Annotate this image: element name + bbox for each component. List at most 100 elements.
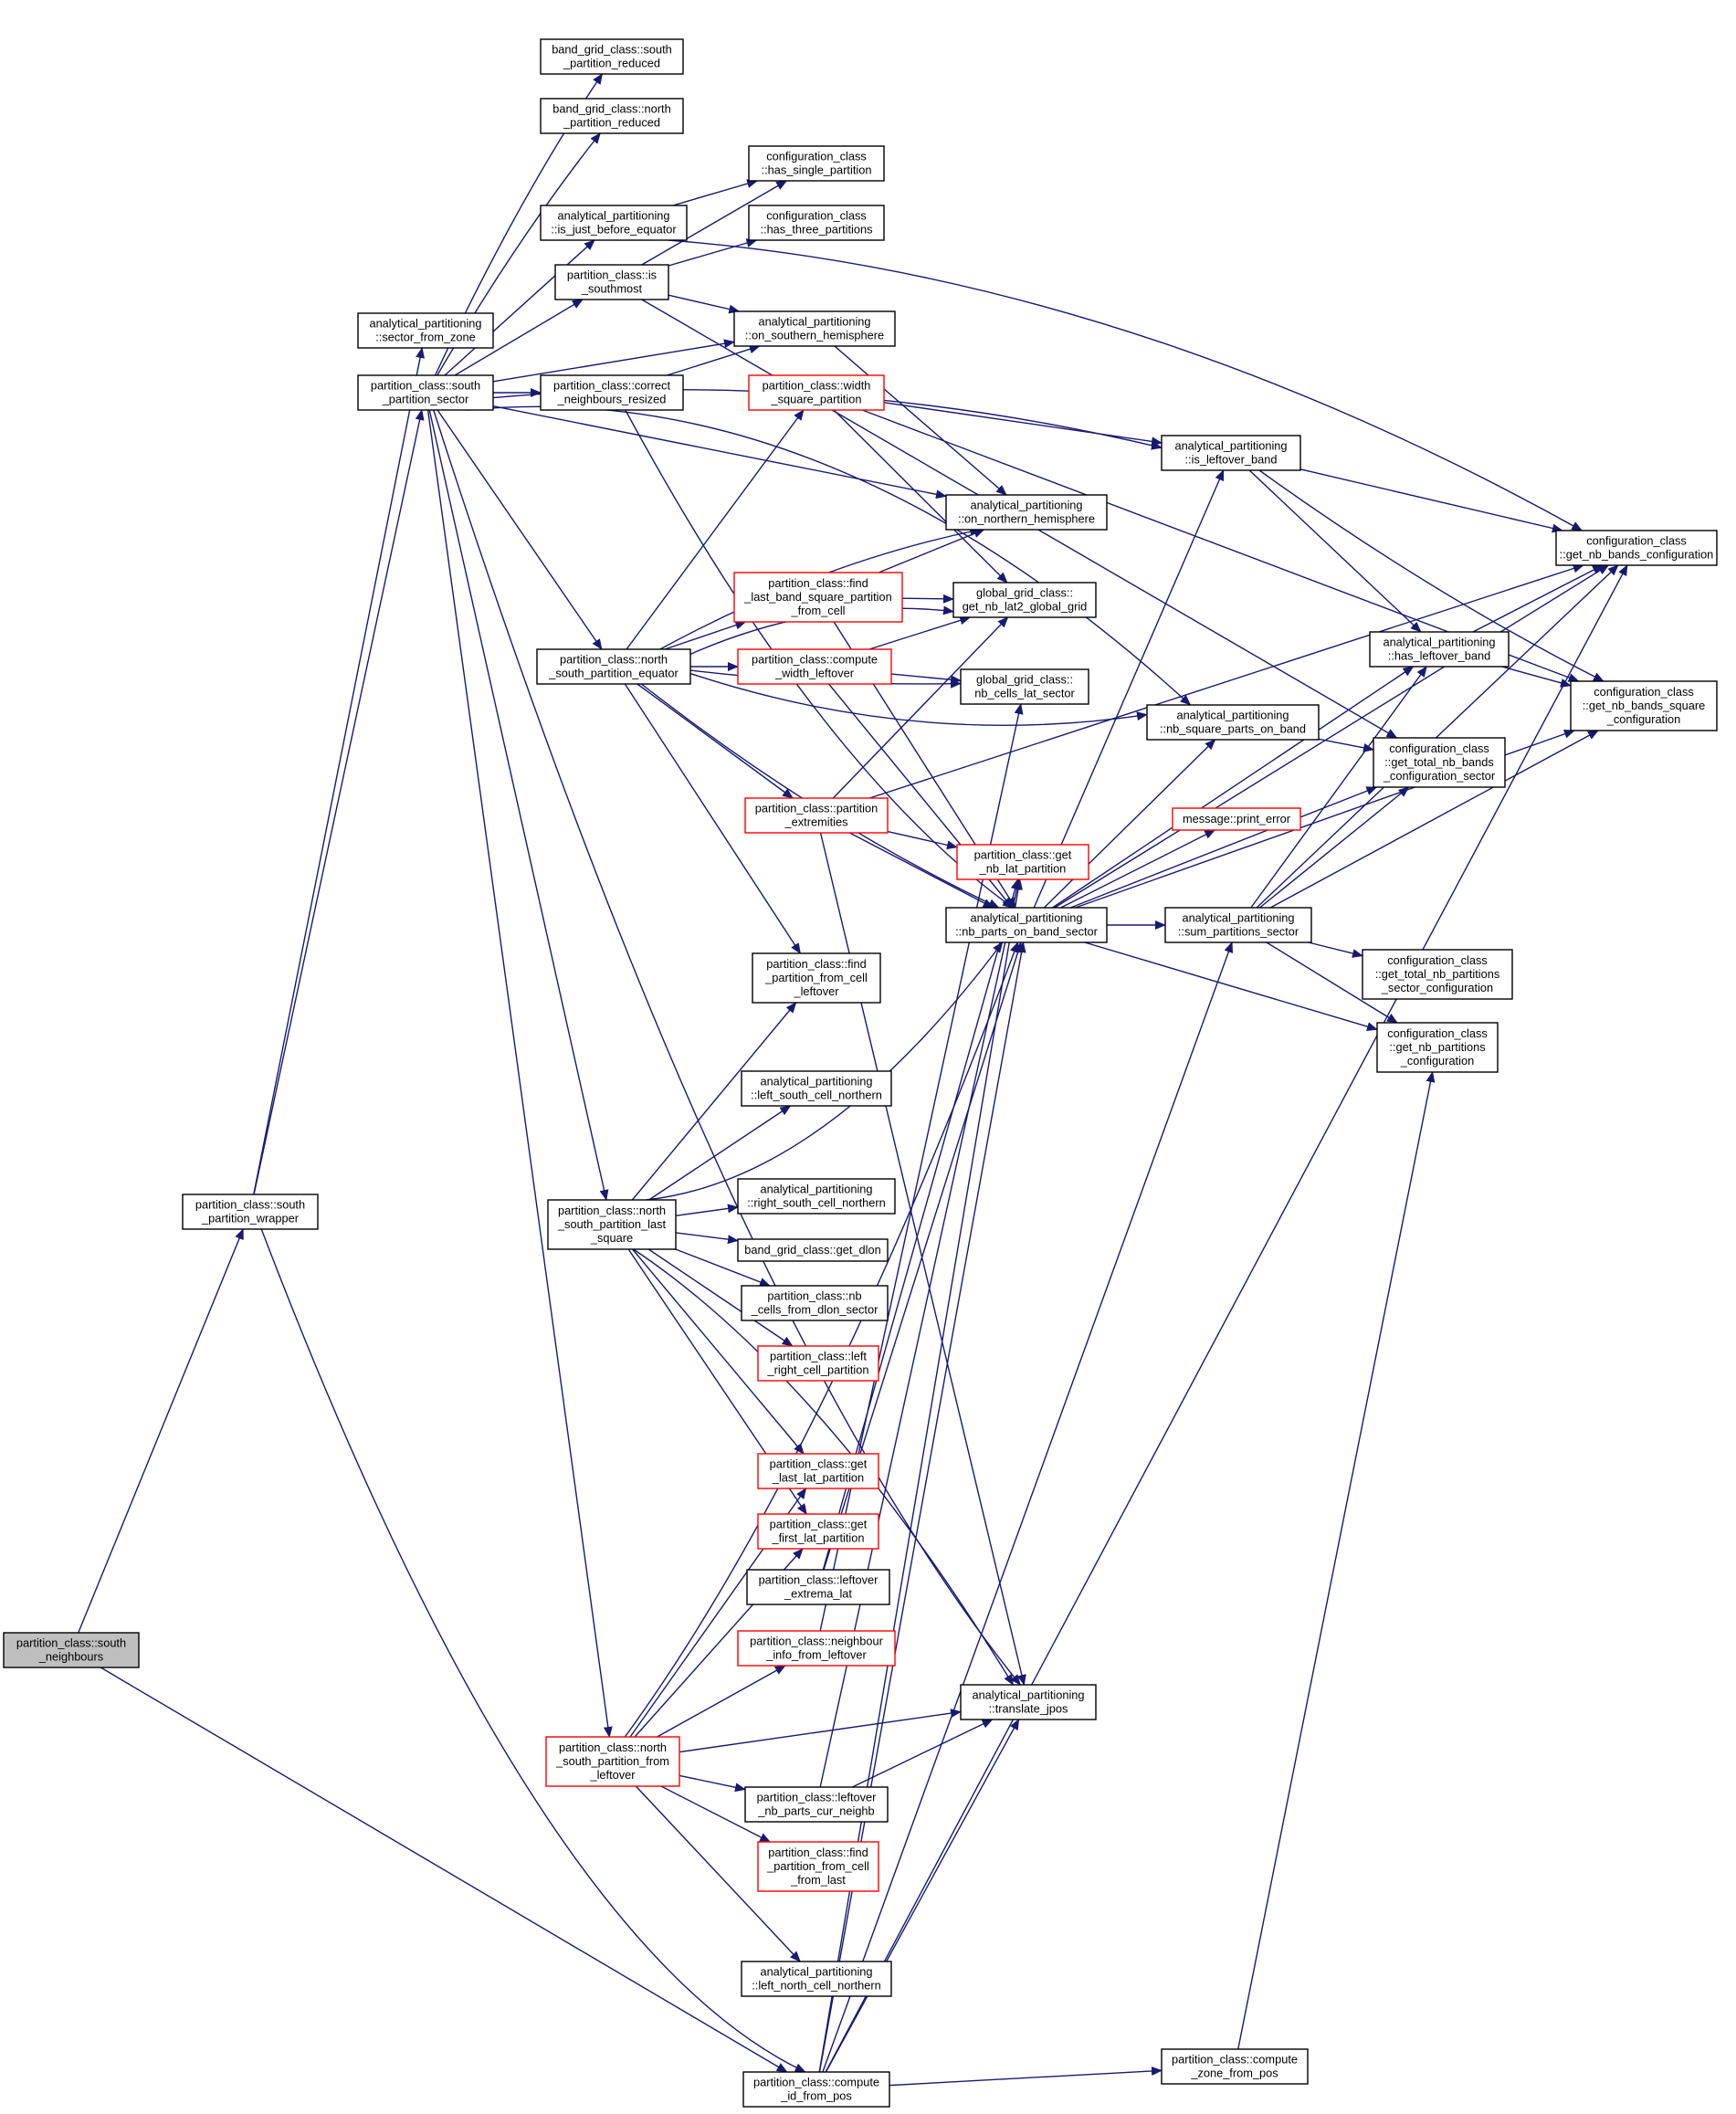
call-edge-compute-id-from-pos-to-get-nb-lat-partition <box>818 878 1023 2073</box>
node-south-partition-wrapper[interactable]: partition_class::south_partition_wrapper <box>182 1194 319 1230</box>
node-nb-parts-on-band-sector[interactable]: analytical_partitioning::nb_parts_on_ban… <box>945 907 1108 943</box>
node-label-line: partition_class::leftover <box>757 1791 878 1804</box>
node-box <box>1146 704 1320 741</box>
node-is-just-before-equator[interactable]: analytical_partitioning::is_just_before_… <box>540 205 688 241</box>
node-box <box>1164 907 1312 943</box>
node-nb-cells-lat-sector[interactable]: global_grid_class::nb_cells_lat_sector <box>960 668 1089 705</box>
node-find-partition-from-cell-from-last[interactable]: partition_class::find_partition_from_cel… <box>757 1841 879 1892</box>
node-translate-jpos[interactable]: analytical_partitioning::translate_jpos <box>960 1684 1097 1720</box>
node-box <box>540 205 688 241</box>
node-sum-partitions-sector[interactable]: analytical_partitioning::sum_partitions_… <box>1164 907 1312 943</box>
node-on-northern-hemisphere[interactable]: analytical_partitioning::on_northern_hem… <box>945 494 1108 531</box>
call-edge-north-south-partition-equator-to-find-last-band-square-partition-from-cell <box>664 620 747 650</box>
call-edge-correct-neighbours-resized-to-on-southern-hemisphere <box>667 344 761 376</box>
node-find-last-band-square-partition-from-cell[interactable]: partition_class::find_last_band_square_p… <box>733 572 903 623</box>
node-box <box>748 145 885 182</box>
call-edge-compute-id-from-pos-to-nb-parts-on-band-sector <box>818 941 1026 2073</box>
call-edge-north-south-partition-last-square-to-nb-cells-from-dlon-sector <box>675 1248 771 1287</box>
node-label-line: partition_class::compute <box>752 653 878 667</box>
node-label-line: _partition_reduced <box>563 57 660 70</box>
node-label-line: ::left_north_cell_northern <box>752 1979 881 1993</box>
node-get-nb-bands-configuration[interactable]: configuration_class::get_nb_bands_config… <box>1555 530 1718 566</box>
node-compute-id-from-pos[interactable]: partition_class::compute_id_from_pos <box>742 2071 890 2108</box>
node-compute-zone-from-pos[interactable]: partition_class::compute_zone_from_pos <box>1161 2048 1309 2085</box>
call-edge-south-partition-wrapper-to-sector-from-zone <box>253 347 425 1195</box>
node-on-southern-hemisphere[interactable]: analytical_partitioning::on_southern_hem… <box>733 310 896 347</box>
call-edge-north-south-partition-from-leftover-to-neighbour-info-from-leftover <box>657 1665 786 1738</box>
node-nb-square-parts-on-band[interactable]: analytical_partitioning::nb_square_parts… <box>1146 704 1320 741</box>
call-edge-is-southmost-to-has-single-partition <box>641 180 788 266</box>
node-box <box>1570 680 1718 731</box>
node-south-neighbours[interactable]: partition_class::south_neighbours <box>3 1632 140 1668</box>
node-box <box>757 1513 879 1550</box>
node-label-line: _zone_from_pos <box>1190 2067 1278 2080</box>
node-label-line: _south_partition_equator <box>548 667 679 680</box>
node-get-nb-bands-square-configuration[interactable]: configuration_class::get_nb_bands_square… <box>1570 680 1718 731</box>
node-north-south-partition-equator[interactable]: partition_class::north_south_partition_e… <box>536 648 691 685</box>
node-is-southmost[interactable]: partition_class::is_southmost <box>554 264 669 300</box>
node-label-line: _south_partition_last <box>557 1217 667 1231</box>
node-label-line: ::get_nb_bands_configuration <box>1560 548 1714 562</box>
node-north-partition-reduced[interactable]: band_grid_class::north_partition_reduced <box>540 98 684 134</box>
node-print-error[interactable]: message::print_error <box>1172 807 1301 831</box>
node-label-line: partition_class::correct <box>553 379 670 393</box>
node-box <box>1376 1022 1499 1073</box>
node-left-right-cell-partition[interactable]: partition_class::left_right_cell_partiti… <box>757 1345 879 1382</box>
node-label-line: _info_from_leftover <box>765 1648 867 1662</box>
node-box <box>746 1569 890 1605</box>
node-neighbour-info-from-leftover[interactable]: partition_class::neighbour_info_from_lef… <box>737 1630 896 1667</box>
node-has-leftover-band[interactable]: analytical_partitioning::has_leftover_ba… <box>1369 631 1510 668</box>
node-box <box>757 1453 879 1489</box>
node-box <box>540 374 684 411</box>
node-left-south-cell-northern[interactable]: analytical_partitioning::left_south_cell… <box>741 1070 892 1107</box>
node-has-single-partition[interactable]: configuration_class::has_single_partitio… <box>748 145 885 182</box>
call-edge-north-south-partition-last-square-to-get-dlon <box>675 1232 739 1245</box>
call-edge-north-south-partition-equator-to-partition-extremities <box>637 683 794 799</box>
node-partition-extremities[interactable]: partition_class::partition_extremities <box>744 797 889 834</box>
node-get-nb-lat-partition[interactable]: partition_class::get_nb_lat_partition <box>956 844 1089 880</box>
call-edge-sum-partitions-sector-to-get-nb-partitions-configuration <box>1266 941 1398 1024</box>
node-left-north-cell-northern[interactable]: analytical_partitioning::left_north_cell… <box>741 1961 892 1997</box>
call-edge-partition-extremities-to-get-nb-lat-partition <box>887 830 958 850</box>
node-label-line: ::on_southern_hemisphere <box>745 329 884 342</box>
node-compute-width-leftover[interactable]: partition_class::compute_width_leftover <box>737 648 892 685</box>
node-correct-neighbours-resized[interactable]: partition_class::correct_neighbours_resi… <box>540 374 684 411</box>
call-edge-width-square-partition-to-get-nb-lat2-global-grid <box>833 409 1008 584</box>
node-south-partition-sector[interactable]: partition_class::south_partition_sector <box>357 374 494 411</box>
node-sector-from-zone[interactable]: analytical_partitioning::sector_from_zon… <box>357 312 494 349</box>
node-label-line: partition_class::width <box>763 379 871 393</box>
node-leftover-extrema-lat[interactable]: partition_class::leftover_extrema_lat <box>746 1569 890 1605</box>
node-right-south-cell-northern[interactable]: analytical_partitioning::right_south_cel… <box>737 1178 896 1215</box>
node-label-line: _leftover <box>793 984 839 998</box>
node-label-line: ::get_total_nb_partitions <box>1375 967 1500 981</box>
node-get-first-lat-partition[interactable]: partition_class::get_first_lat_partition <box>757 1513 879 1550</box>
node-get-last-lat-partition[interactable]: partition_class::get_last_lat_partition <box>757 1453 879 1489</box>
node-get-dlon[interactable]: band_grid_class::get_dlon <box>737 1238 889 1262</box>
node-north-south-partition-last-square[interactable]: partition_class::north_south_partition_l… <box>547 1199 677 1250</box>
node-get-total-nb-partitions-sector-configuration[interactable]: configuration_class::get_total_nb_partit… <box>1362 949 1513 1000</box>
node-box <box>357 312 494 349</box>
call-edge-north-south-partition-last-square-to-get-last-lat-partition <box>632 1248 805 1455</box>
node-box <box>956 844 1089 880</box>
node-get-total-nb-bands-configuration-sector[interactable]: configuration_class::get_total_nb_bands_… <box>1373 737 1506 788</box>
node-is-leftover-band[interactable]: analytical_partitioning::is_leftover_ban… <box>1161 435 1301 471</box>
node-label-line: ::sector_from_zone <box>375 331 476 344</box>
node-label-line: partition_class::nb <box>767 1289 861 1303</box>
call-edge-find-last-band-square-partition-from-cell-to-get-nb-lat2-global-grid <box>901 594 954 604</box>
node-find-partition-from-cell-leftover[interactable]: partition_class::find_partition_from_cel… <box>752 952 881 1004</box>
node-south-partition-reduced[interactable]: band_grid_class::south_partition_reduced <box>540 38 684 75</box>
node-box <box>757 1841 879 1892</box>
node-box <box>1555 530 1718 566</box>
node-get-nb-partitions-configuration[interactable]: configuration_class::get_nb_partitions_c… <box>1376 1022 1499 1073</box>
node-leftover-nb-parts-cur-neighb[interactable]: partition_class::leftover_nb_parts_cur_n… <box>744 1786 889 1823</box>
node-north-south-partition-from-leftover[interactable]: partition_class::north_south_partition_f… <box>545 1736 680 1787</box>
call-edge-north-south-partition-last-square-to-left-south-cell-northern <box>648 1105 792 1201</box>
node-nb-cells-from-dlon-sector[interactable]: partition_class::nb_cells_from_dlon_sect… <box>741 1285 889 1321</box>
call-edge-is-leftover-band-to-get-nb-bands-square-configuration <box>1258 469 1604 682</box>
call-edge-south-partition-sector-to-is-southmost <box>454 299 584 376</box>
node-label-line: _extrema_lat <box>784 1587 852 1601</box>
node-width-square-partition[interactable]: partition_class::width_square_partition <box>748 374 885 411</box>
node-label-line: _first_lat_partition <box>771 1531 864 1545</box>
node-has-three-partitions[interactable]: configuration_class::has_three_partition… <box>748 205 885 241</box>
node-get-nb-lat2-global-grid[interactable]: global_grid_class::get_nb_lat2_global_gr… <box>952 582 1097 618</box>
